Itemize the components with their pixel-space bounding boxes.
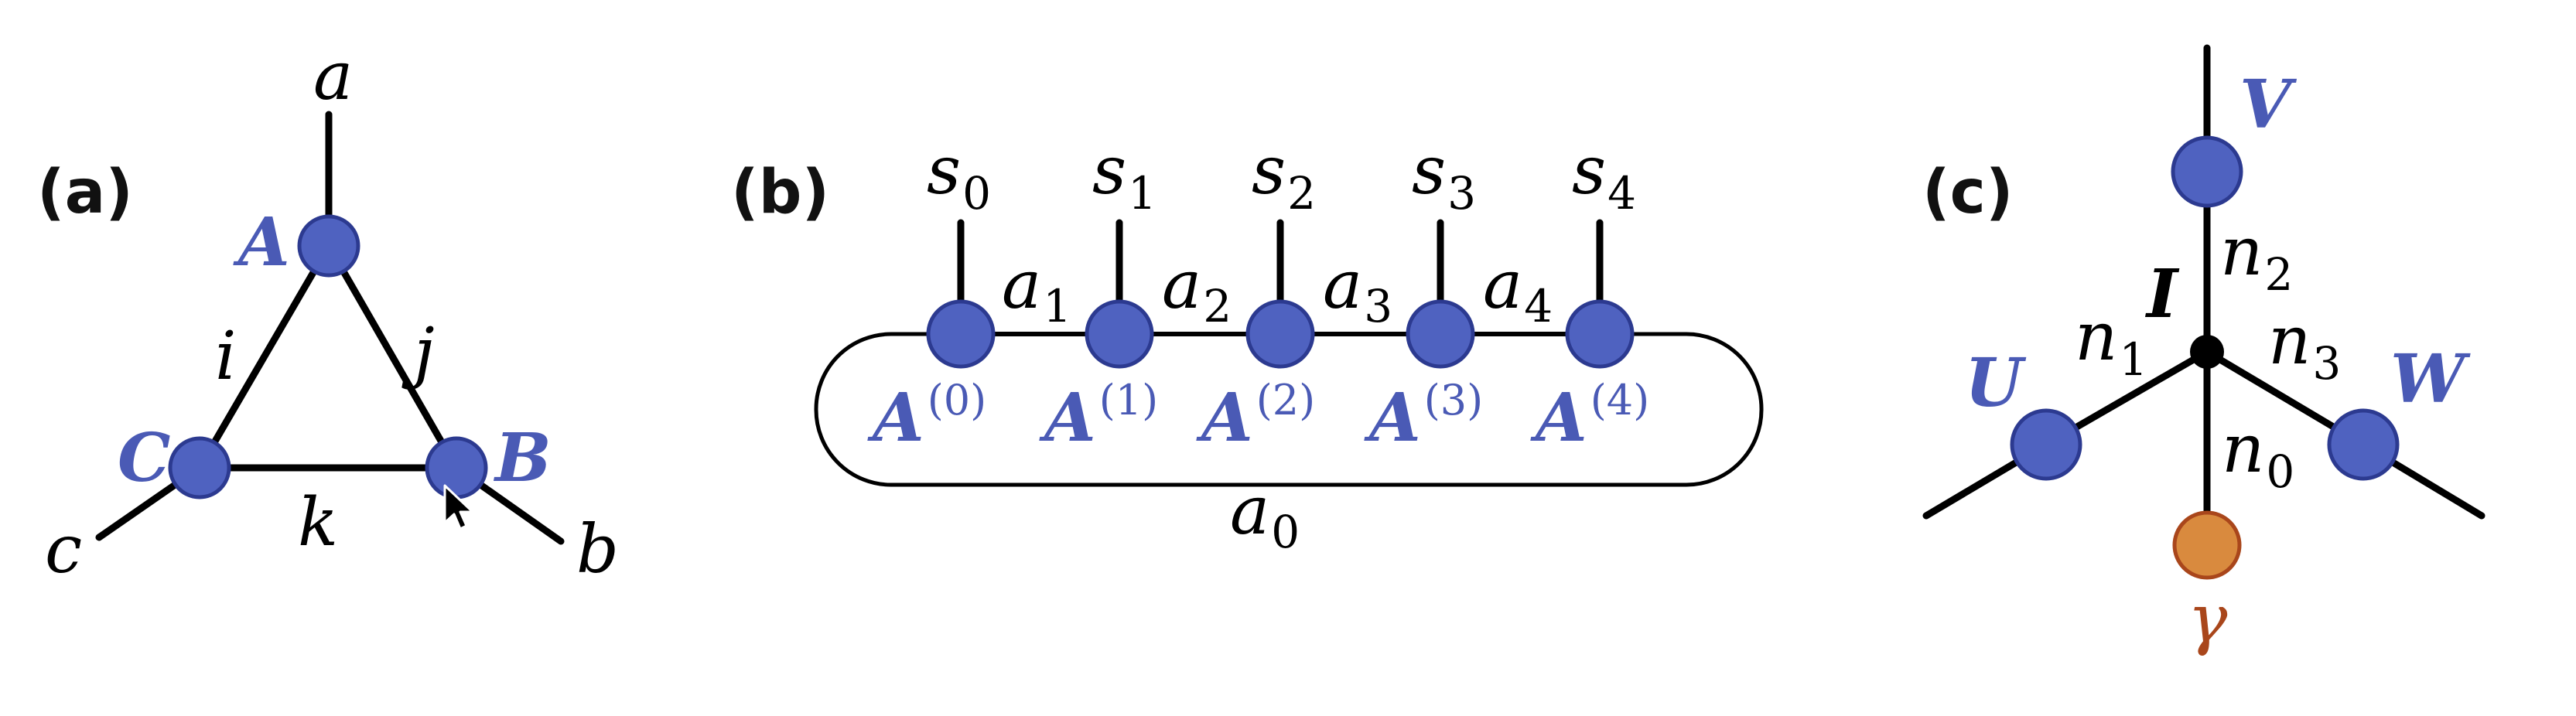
index-label-n2: n2 (2220, 213, 2293, 301)
physical-index-s2: s2 (1252, 132, 1316, 220)
tensor-node-u (2010, 408, 2082, 481)
mps-tensor-label-2: A(2) (1196, 376, 1315, 457)
edge-i (196, 242, 333, 472)
mps-node-3 (1406, 299, 1475, 369)
tensor-label-w: W (2390, 340, 2471, 418)
bond-index-a3: a3 (1323, 247, 1392, 332)
gamma-node (2172, 510, 2242, 580)
gamma-label: γ (2188, 581, 2228, 658)
core-label-i: I (2144, 255, 2180, 333)
panel-a: (a) A B C a b c i j k (37, 38, 619, 588)
mps-tensor-label-0: A(0) (867, 376, 986, 457)
panel-c: (c) V U W I γ n0 n1 n2 n3 (1922, 44, 2485, 658)
tensor-label-u: U (1965, 344, 2027, 422)
index-label-a: a (313, 38, 353, 115)
physical-index-s4: s4 (1572, 132, 1636, 220)
tensor-label-b: B (493, 419, 552, 497)
index-label-n0: n0 (2222, 411, 2294, 498)
physical-index-s1: s1 (1092, 132, 1156, 220)
index-label-b: b (576, 511, 619, 588)
mps-tensor-label-1: A(1) (1039, 376, 1158, 457)
mps-tensor-label-4: A(4) (1530, 376, 1649, 457)
mps-node-4 (1565, 299, 1635, 369)
physical-index-s0: s0 (927, 132, 991, 220)
bond-index-a2: a2 (1162, 247, 1232, 332)
tensor-label-v: V (2239, 66, 2298, 144)
tensor-node-w (2327, 408, 2400, 481)
physical-index-s3: s3 (1412, 132, 1476, 220)
loop-index-a0: a0 (1230, 472, 1300, 558)
panel-b: (b) s0 s1 s2 s3 s4 a1 a2 a3 a4 a0 A(0) A… (731, 132, 1764, 558)
panel-b-label: (b) (731, 158, 829, 227)
mps-node-1 (1085, 299, 1154, 369)
index-label-i: i (215, 318, 237, 395)
index-label-n3: n3 (2268, 302, 2341, 390)
tensor-node-v (2171, 135, 2243, 208)
mouse-cursor-icon (443, 484, 474, 530)
bond-index-a4: a4 (1483, 247, 1553, 332)
tensor-node-a (297, 214, 360, 278)
tensor-label-a: A (233, 203, 290, 281)
index-label-c: c (45, 511, 82, 588)
panel-c-label: (c) (1922, 158, 2014, 227)
tensor-node-c (168, 436, 231, 499)
mps-tensor-label-3: A(3) (1364, 376, 1483, 457)
bond-index-a1: a1 (1002, 247, 1071, 332)
index-label-k: k (298, 484, 338, 561)
edge-j (325, 242, 460, 472)
core-node-i (2190, 335, 2224, 369)
panel-a-label: (a) (37, 158, 133, 227)
index-label-n1: n1 (2075, 298, 2147, 386)
tensor-node-b (425, 436, 488, 499)
mps-node-0 (926, 299, 996, 369)
mps-node-2 (1245, 299, 1315, 369)
tensor-label-c: C (118, 419, 170, 497)
